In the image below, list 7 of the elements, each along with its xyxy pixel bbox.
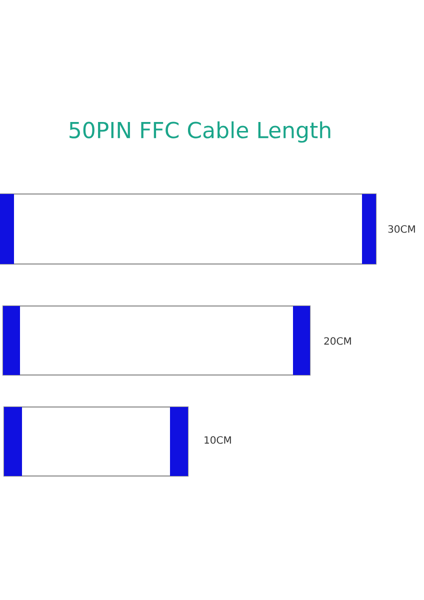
length-label: 10CM [204,436,231,444]
ffc-cable [3,406,189,477]
length-label: 30CM [388,225,415,233]
title: 50PIN FFC Cable Length [70,121,330,143]
length-label: 20CM [324,337,351,345]
ffc-cable [0,193,377,265]
ffc-cable [2,305,311,376]
